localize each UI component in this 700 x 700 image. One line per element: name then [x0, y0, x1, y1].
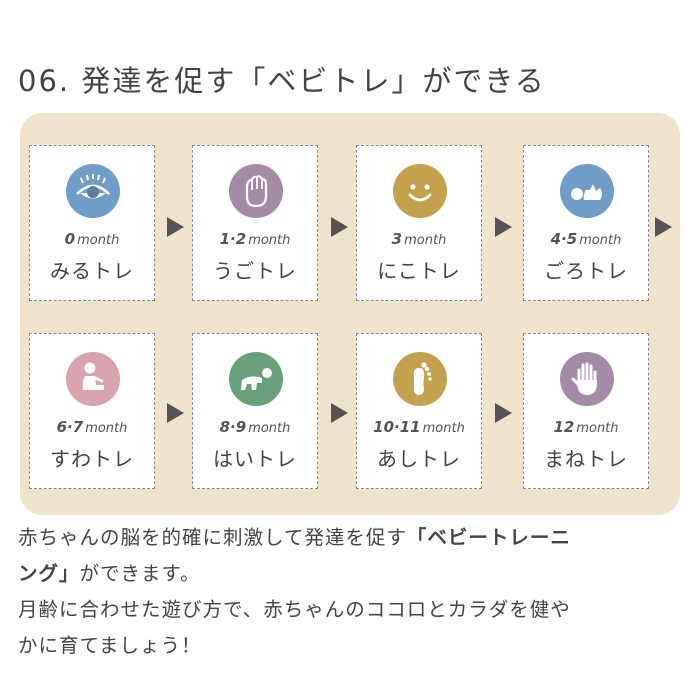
footprint-icon [393, 352, 447, 406]
stage-name: にこトレ [377, 259, 461, 283]
stage-icon-circle [560, 352, 614, 406]
stage-name: はいトレ [213, 447, 297, 471]
next-arrow-icon [655, 217, 672, 237]
stage-icon-circle [66, 352, 120, 406]
stage-icon-circle [393, 164, 447, 218]
next-arrow-icon [495, 403, 512, 423]
crawling-baby-icon [229, 352, 283, 406]
eye-icon [66, 164, 120, 218]
smile-face-icon [393, 164, 447, 218]
stage-name: みるトレ [50, 259, 134, 283]
stage-name: うごトレ [213, 259, 297, 283]
stage-icon-circle [393, 352, 447, 406]
next-arrow-icon [331, 403, 348, 423]
stage-name: すわトレ [50, 447, 134, 471]
description: 赤ちゃんの脳を的確に刺激して発達を促す「ベビートレーニ ング」ができます。 月齢… [18, 520, 688, 664]
description-line: 月齢に合わせた遊び方で、赤ちゃんのココロとカラダを健や [18, 598, 571, 621]
next-arrow-icon [167, 403, 184, 423]
rolling-baby-icon [560, 164, 614, 218]
description-line: 赤ちゃんの脳を的確に刺激して発達を促す「ベビートレーニ [18, 526, 571, 549]
next-arrow-icon [331, 217, 348, 237]
stage-name: まねトレ [544, 447, 628, 471]
next-arrow-icon [167, 217, 184, 237]
stage-icon-circle [229, 352, 283, 406]
stage-icon-circle [66, 164, 120, 218]
stage-icon-circle [229, 164, 283, 218]
stage-name: ごろトレ [544, 259, 628, 283]
description-line: かに育てましょう！ [18, 634, 202, 657]
description-line: ング」ができます。 [18, 562, 201, 585]
stage-icon-circle [560, 164, 614, 218]
sitting-baby-icon [66, 352, 120, 406]
open-hand-icon [560, 352, 614, 406]
hand-grip-icon [229, 164, 283, 218]
stage-name: あしトレ [377, 447, 461, 471]
page-title: 06. 発達を促す「ベビトレ」ができる [18, 64, 546, 98]
next-arrow-icon [495, 217, 512, 237]
